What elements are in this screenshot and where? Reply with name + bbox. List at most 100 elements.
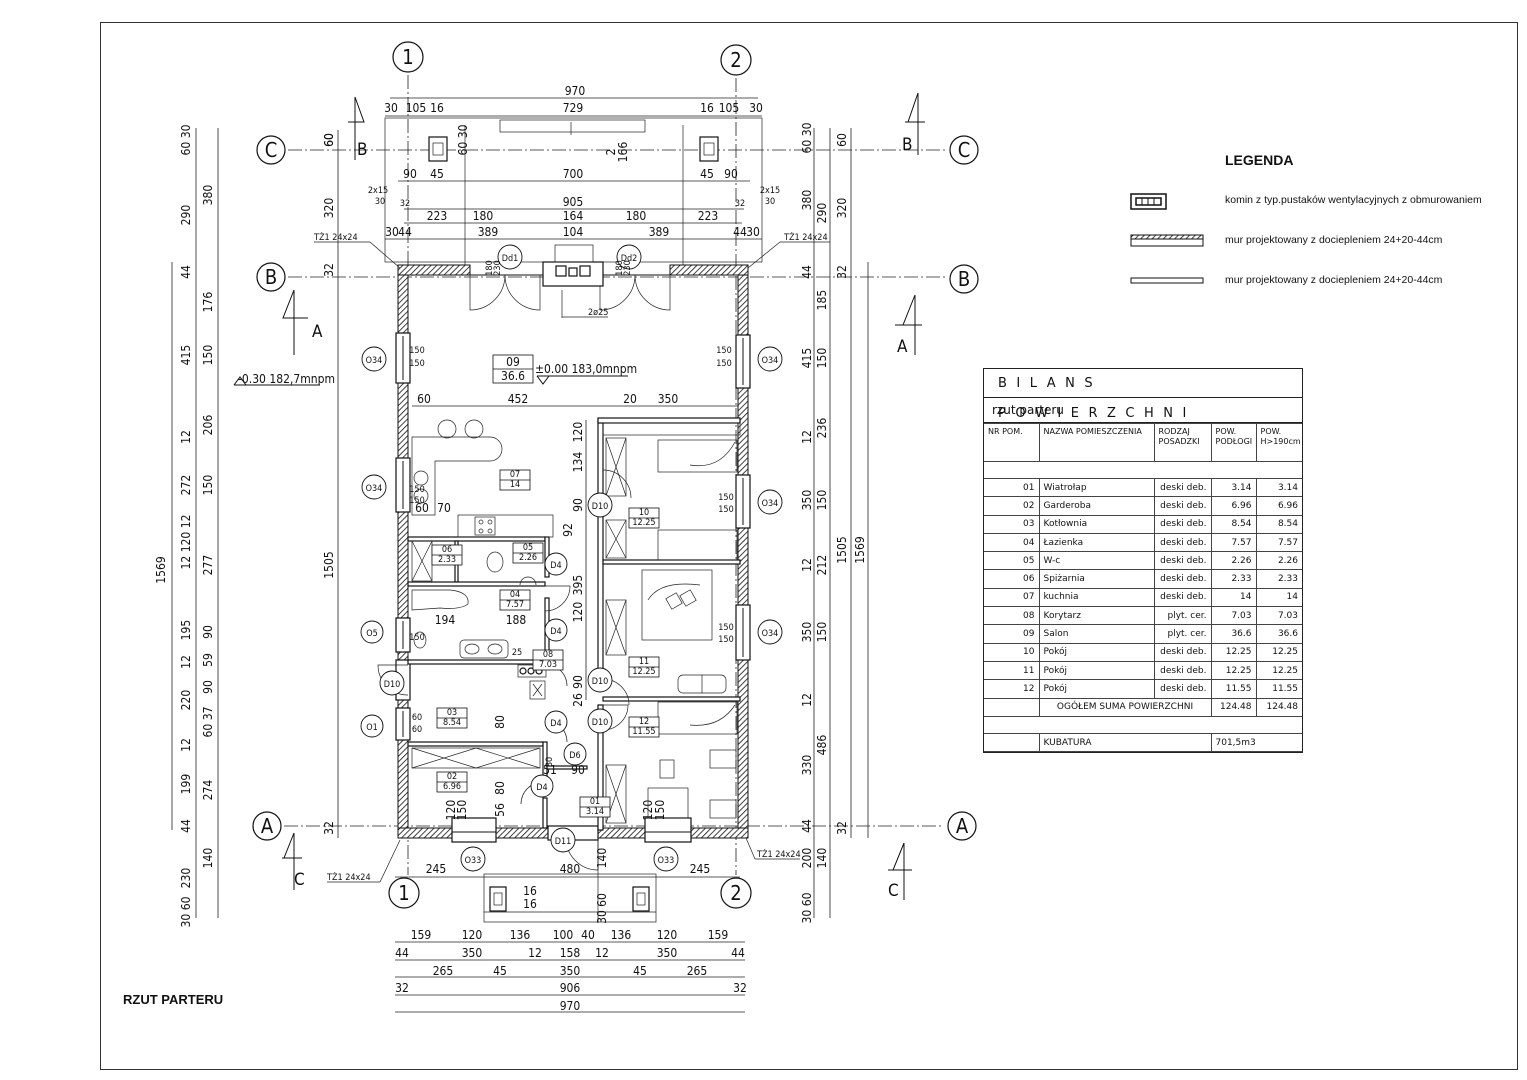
cell-nr: 04 <box>984 532 1040 553</box>
dimension-label: 90 <box>403 167 417 181</box>
dimension-label: 12 <box>800 558 814 572</box>
dimension-label: 90 <box>724 167 738 181</box>
dimension-label: 12 <box>800 430 814 444</box>
opening-label: O5 <box>366 629 378 639</box>
dimension-label: 185 <box>815 290 829 311</box>
dimension-label: 32 <box>322 821 336 835</box>
cell-nr: 12 <box>984 679 1040 699</box>
opening-label: D10 <box>592 677 609 687</box>
dimension-label: 30 60 <box>179 896 193 927</box>
room-label-08: 087.03 <box>532 649 564 671</box>
dimension-label: 100 <box>553 928 574 942</box>
dimension-label: 2x15 <box>760 186 780 196</box>
dimension-label: 272 <box>179 475 193 496</box>
room-area: 12.25 <box>632 667 655 677</box>
dimension-label: 12 <box>179 655 193 669</box>
cell-area_h: 12.25 <box>1255 642 1302 662</box>
axis-bubble-2-top: 2 <box>720 44 752 76</box>
dimension-label: 2 <box>604 149 618 156</box>
cell-name: Wiatrołap <box>1038 477 1155 498</box>
opening-tag-o33: O33 <box>460 846 486 872</box>
cell-area: 11.55 <box>1210 679 1257 699</box>
dimension-label: 486 <box>815 735 829 756</box>
cell-name: Spiżarnia <box>1038 569 1155 589</box>
chimney-label: 2ø25 <box>588 308 608 318</box>
dimension-label: 32 <box>835 265 849 279</box>
axis-bubble-1-bottom: 1 <box>388 877 420 909</box>
axis-bubble-b-left: B <box>256 262 286 292</box>
dimension-label: 389 <box>649 225 670 239</box>
cell-area: 2.33 <box>1210 569 1257 589</box>
dimension-label: 350 <box>560 964 581 978</box>
cell-area: 7.03 <box>1210 606 1257 626</box>
dimension-label: 320 <box>835 198 849 219</box>
section-marker-b-right: B <box>902 92 925 155</box>
header-floor: RODZAJ POSADZKI <box>1153 423 1212 462</box>
opening-label: O34 <box>366 356 383 366</box>
cell-area: 14 <box>1210 587 1257 608</box>
axis-bubble-a-right: A <box>947 811 977 841</box>
opening-label: D10 <box>592 502 609 512</box>
dimension-label: 60 <box>835 133 849 147</box>
dimension-label: 245 <box>690 862 711 876</box>
opening-label: D6 <box>569 751 580 761</box>
dimension-label: 970 <box>560 999 581 1013</box>
dimension-label: 223 <box>698 209 719 223</box>
room-area: 3.14 <box>586 807 604 817</box>
cell-floor: deski deb. <box>1153 587 1212 608</box>
dimension-label: 90 <box>571 498 585 512</box>
dimension-label: 16 <box>523 897 537 911</box>
dimension-label: 150 <box>409 633 424 643</box>
dimension-label: 150 <box>455 800 469 821</box>
cell-nr: 11 <box>984 660 1040 681</box>
blank-row <box>984 715 1302 734</box>
opening-tag-d4: D4 <box>544 552 568 576</box>
svg-text:B: B <box>902 135 913 155</box>
cell-name: Salon <box>1038 624 1155 644</box>
cell-nr: 08 <box>984 606 1040 626</box>
level-mark-inside: ±0.00 183,0mnpm <box>535 362 637 385</box>
dimension-label: 32 <box>400 199 410 209</box>
axis-bubble-a-left: A <box>252 811 282 841</box>
room-area: 36.6 <box>501 369 525 383</box>
cell-nr: 09 <box>984 624 1040 644</box>
kubatura-row: KUBATURA 701,5m3 <box>984 732 1302 753</box>
room-number: 03 <box>447 708 457 718</box>
dimension-label: 60 <box>595 893 609 907</box>
section-marker-b-top: B <box>348 96 368 160</box>
axis-bubble-c-left: C <box>256 135 286 165</box>
dimension-label: 350 <box>462 946 483 960</box>
room-area: 12.25 <box>632 518 655 528</box>
cell-area_h: 8.54 <box>1255 514 1302 534</box>
dimension-label: 25 <box>512 648 522 658</box>
dimension-label: 199 <box>179 774 193 795</box>
opening-tag-d4: D4 <box>544 618 568 642</box>
dimension-label: 90 <box>201 680 215 694</box>
axis-bubble-c-right: C <box>949 135 979 165</box>
legend-title: LEGENDA <box>1225 152 1294 168</box>
table-title: BILANS POWIERZCHNI <box>984 369 1302 421</box>
svg-text:TŻ1 24x24: TŻ1 24x24 <box>756 849 801 860</box>
room-area: 2.26 <box>519 553 537 563</box>
dimension-label: 200 <box>800 848 814 869</box>
cell-name: Garderoba <box>1038 496 1155 516</box>
dimension-label: 320 <box>322 198 336 219</box>
dimension-label: 32 <box>735 199 745 209</box>
dimension-label: 380 <box>201 185 215 206</box>
dimension-label: 60 30 <box>179 124 193 155</box>
dimension-label: 44 <box>731 946 745 960</box>
opening-tag-o1: O1 <box>360 714 384 738</box>
dimension-label: 265 <box>687 964 708 978</box>
cell-floor: deski deb. <box>1153 496 1212 516</box>
cell-nr: 03 <box>984 514 1040 534</box>
room-number: 01 <box>590 797 600 807</box>
cell-name: Korytarz <box>1038 606 1155 626</box>
cell-name: Pokój <box>1038 642 1155 662</box>
room-label-03: 038.54 <box>436 707 468 729</box>
cell-name: Łazienka <box>1038 532 1155 553</box>
opening-tag-o34: O34 <box>757 619 783 645</box>
